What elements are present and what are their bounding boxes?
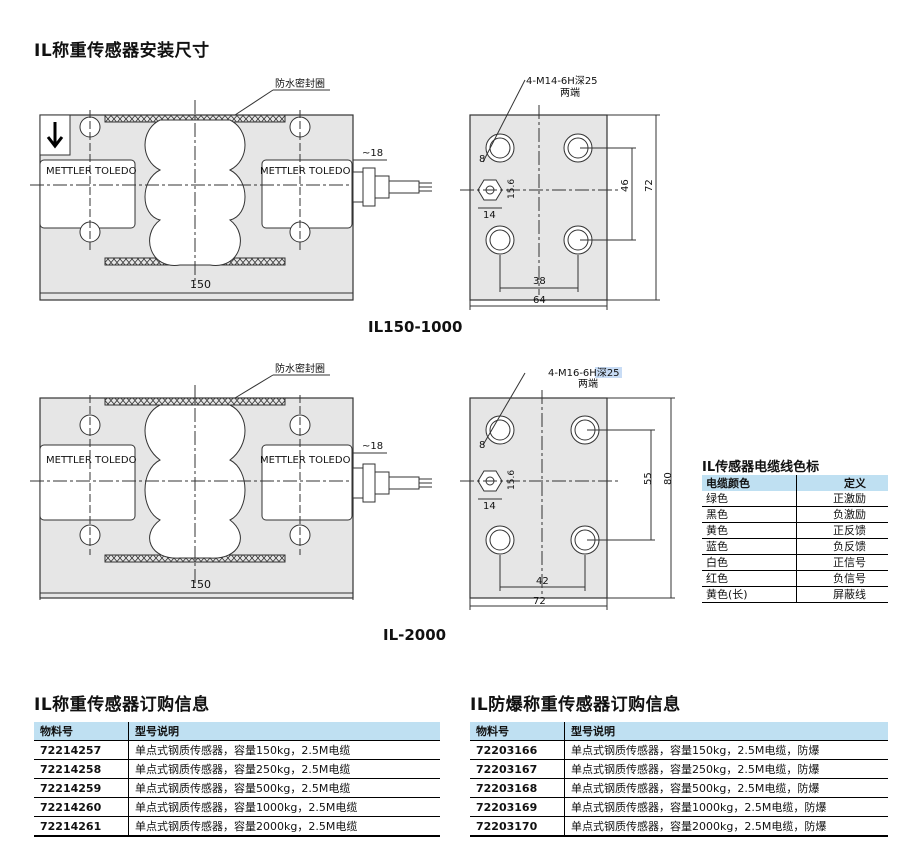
- seal-label-2: 防水密封圈: [275, 362, 325, 375]
- dim-55-2: 55: [643, 472, 654, 485]
- drawing-il-2000: ~18 150 防水密封圈 METTLER TOLEDO METTLER TOL…: [30, 362, 675, 610]
- brand-left-1: METTLER TOLEDO: [46, 166, 137, 177]
- part-description: 单点式钢质传感器，容量500kg，2.5M电缆: [128, 778, 440, 798]
- dim-72-2: 72: [533, 596, 546, 607]
- legend-color: 绿色: [702, 491, 797, 507]
- legend-def: 负反馈: [796, 538, 888, 555]
- width-dim-1: 150: [190, 278, 211, 291]
- hole-spec2-2: 两端: [578, 377, 598, 390]
- part-description: 单点式钢质传感器，容量250kg，2.5M电缆，防爆: [564, 759, 888, 779]
- legend-header-color: 电缆颜色: [702, 475, 797, 491]
- legend-title: IL传感器电缆线色标: [702, 460, 820, 475]
- dim-42-2: 42: [536, 576, 549, 587]
- seal-label-1: 防水密封圈: [275, 77, 325, 90]
- legend-def: 负信号: [796, 570, 888, 587]
- dim-14-2: 14: [483, 501, 496, 512]
- legend-row: 蓝色负反馈: [702, 538, 888, 555]
- part-description: 单点式钢质传感器，容量1000kg，2.5M电缆: [128, 797, 440, 817]
- part-description: 单点式钢质传感器，容量1000kg，2.5M电缆，防爆: [564, 797, 888, 817]
- dim-72-1: 72: [644, 179, 655, 192]
- cable-dim-2: ~18: [362, 441, 383, 452]
- legend-color: 红色: [702, 570, 797, 587]
- part-description: 单点式钢质传感器，容量150kg，2.5M电缆: [128, 740, 440, 760]
- order-ex-title: IL防爆称重传感器订购信息: [470, 695, 681, 715]
- order-ex-header-desc: 型号说明: [564, 722, 888, 741]
- install-title: IL称重传感器安装尺寸: [34, 41, 210, 61]
- part-number: 72203168: [470, 778, 565, 798]
- down-arrow-icon: [46, 122, 64, 149]
- legend-def: 正信号: [796, 554, 888, 571]
- dim-38-1: 38: [533, 276, 546, 287]
- legend-header-def: 定义: [796, 475, 888, 491]
- model-label-il-2000: IL-2000: [383, 626, 447, 644]
- dim-14-1: 14: [483, 210, 496, 221]
- hole-spec-1: 4-M14-6H深25: [526, 75, 598, 87]
- part-description: 单点式钢质传感器，容量250kg，2.5M电缆: [128, 759, 440, 779]
- part-description: 单点式钢质传感器，容量500kg，2.5M电缆，防爆: [564, 778, 888, 798]
- part-number: 72214257: [34, 740, 129, 760]
- dim-80-2: 80: [663, 472, 674, 485]
- part-number: 72214261: [34, 816, 129, 837]
- model-label-il150-1000: IL150-1000: [368, 318, 463, 336]
- part-description: 单点式钢质传感器，容量150kg，2.5M电缆，防爆: [564, 740, 888, 760]
- hole-spec2-1: 两端: [560, 86, 580, 99]
- dim-8-2: 8: [479, 440, 485, 451]
- part-number: 72203169: [470, 797, 565, 817]
- part-number: 72214258: [34, 759, 129, 779]
- cable-dim-1: ~18: [362, 148, 383, 159]
- part-description: 单点式钢质传感器，容量2000kg，2.5M电缆: [128, 816, 440, 837]
- order-il-header-pn: 物料号: [34, 722, 129, 741]
- dim-8-1: 8: [479, 154, 485, 165]
- part-number: 72214260: [34, 797, 129, 817]
- legend-def: 正反馈: [796, 522, 888, 539]
- legend-def: 屏蔽线: [796, 586, 888, 603]
- order-ex-header-pn: 物料号: [470, 722, 565, 741]
- part-number: 72203170: [470, 816, 565, 837]
- legend-def: 正激励: [796, 491, 888, 507]
- part-number: 72214259: [34, 778, 129, 798]
- legend-row: 白色正信号: [702, 554, 888, 571]
- dim-46-1: 46: [620, 179, 631, 192]
- cable-color-table: 电缆颜色 定义 绿色正激励 黑色负激励 黄色正反馈 蓝色负反馈 白色正信号 红色…: [702, 475, 888, 603]
- legend-color: 黄色(长): [702, 586, 797, 603]
- part-number: 72203166: [470, 740, 565, 760]
- part-description: 单点式钢质传感器，容量2000kg，2.5M电缆，防爆: [564, 816, 888, 837]
- order-il-title: IL称重传感器订购信息: [34, 695, 210, 715]
- brand-right-2: METTLER TOLEDO: [260, 455, 351, 466]
- part-number: 72203167: [470, 759, 565, 779]
- order-il-header-desc: 型号说明: [128, 722, 440, 741]
- legend-def: 负激励: [796, 506, 888, 523]
- legend-row: 黄色(长)屏蔽线: [702, 586, 888, 603]
- dim-156-1: 15.6: [507, 179, 517, 199]
- width-dim-2: 150: [190, 578, 211, 591]
- legend-row: 黄色正反馈: [702, 522, 888, 539]
- brand-right-1: METTLER TOLEDO: [260, 166, 351, 177]
- legend-row: 红色负信号: [702, 570, 888, 587]
- legend-color: 蓝色: [702, 538, 797, 555]
- legend-row: 绿色正激励: [702, 491, 888, 507]
- brand-left-2: METTLER TOLEDO: [46, 455, 137, 466]
- drawing-il150-1000: ~18 150 防水密封圈 METTLER TOLEDO METTLER TOL…: [30, 75, 660, 310]
- dim-156-2: 15.6: [507, 470, 517, 490]
- legend-row: 黑色负激励: [702, 506, 888, 523]
- legend-color: 黑色: [702, 506, 797, 523]
- legend-color: 黄色: [702, 522, 797, 539]
- hole-spec-2: 4-M16-6H深25: [548, 367, 620, 379]
- dim-64-1: 64: [533, 295, 546, 306]
- legend-color: 白色: [702, 554, 797, 571]
